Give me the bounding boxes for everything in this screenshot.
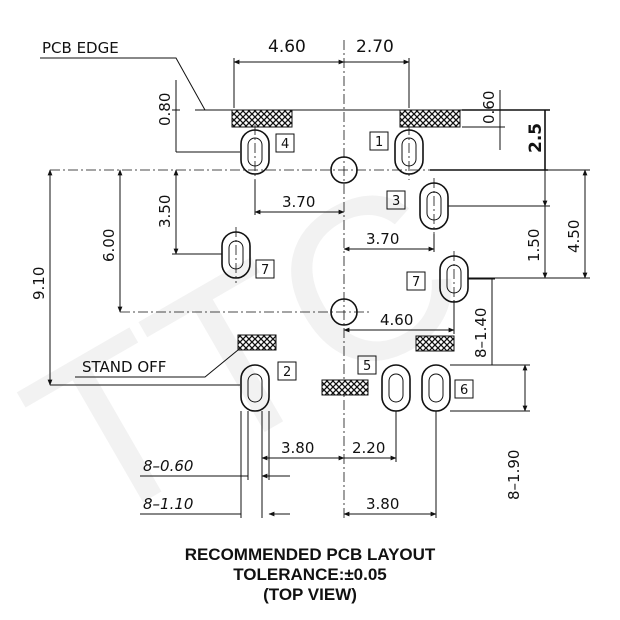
slot-pin-3 (419, 178, 449, 234)
dim-4-60-top: 4.60 (268, 37, 306, 57)
dim-8-1-90: 8–1.90 (505, 450, 523, 500)
title-line-2: TOLERANCE:±0.05 (233, 565, 387, 584)
title-block: RECOMMENDED PCB LAYOUT TOLERANCE:±0.05 (… (185, 545, 436, 604)
stand-off-label: STAND OFF (82, 358, 166, 376)
pin-7-left-label: 7 (261, 263, 269, 278)
dim-8-0-60: 8–0.60 (143, 457, 193, 475)
standoff-pad-center (321, 379, 369, 396)
dim-1-50: 1.50 (525, 229, 543, 262)
standoff-pad-left (237, 334, 277, 351)
title-line-1: RECOMMENDED PCB LAYOUT (185, 545, 436, 564)
pcb-edge-label: PCB EDGE (42, 39, 119, 57)
dimension-texts: 4.60 2.70 0.80 0.60 2.5 3.70 3.70 3.50 6… (30, 37, 583, 513)
dim-3-50: 3.50 (156, 195, 174, 228)
pin-7-right-label: 7 (412, 275, 420, 290)
dim-9-10: 9.10 (30, 267, 48, 300)
pin-3-label: 3 (392, 194, 400, 209)
slot-pin-4 (240, 125, 270, 180)
pad-top-right (399, 109, 461, 128)
dimension-lines (40, 57, 590, 518)
slot-pin-7-left (221, 227, 251, 283)
dim-2-20: 2.20 (352, 439, 385, 457)
dim-4-60-mid: 4.60 (380, 311, 413, 329)
dim-6-00: 6.00 (100, 229, 118, 262)
dim-3-80-left: 3.80 (281, 439, 314, 457)
slot-pin-2 (240, 364, 270, 412)
slot-holes (221, 125, 469, 412)
pin-5-label: 5 (363, 359, 371, 374)
locating-hole-top (330, 156, 358, 184)
dim-3-70-right: 3.70 (366, 230, 399, 248)
dim-0-80: 0.80 (156, 93, 174, 126)
standoff-pad-right (415, 335, 455, 352)
dim-8-1-40: 8–1.40 (472, 308, 490, 358)
pin-2-label: 2 (283, 365, 291, 380)
pin-labels: 4 1 3 7 7 2 5 6 (255, 131, 474, 399)
dim-0-60: 0.60 (480, 91, 498, 124)
pad-top-left (231, 109, 293, 128)
pin-1-label: 1 (375, 135, 383, 150)
locating-hole-bottom (330, 298, 358, 326)
pin-4-label: 4 (281, 137, 289, 152)
title-line-3: (TOP VIEW) (263, 585, 357, 604)
dim-4-50: 4.50 (565, 220, 583, 253)
pin-6-label: 6 (460, 383, 468, 398)
dim-2-70-top: 2.70 (356, 37, 394, 57)
dim-2-5: 2.5 (526, 123, 546, 153)
slot-pin-1 (394, 125, 424, 180)
dim-3-70-left: 3.70 (282, 193, 315, 211)
dim-8-1-10: 8–1.10 (143, 495, 193, 513)
dim-3-80-bottom: 3.80 (366, 495, 399, 513)
